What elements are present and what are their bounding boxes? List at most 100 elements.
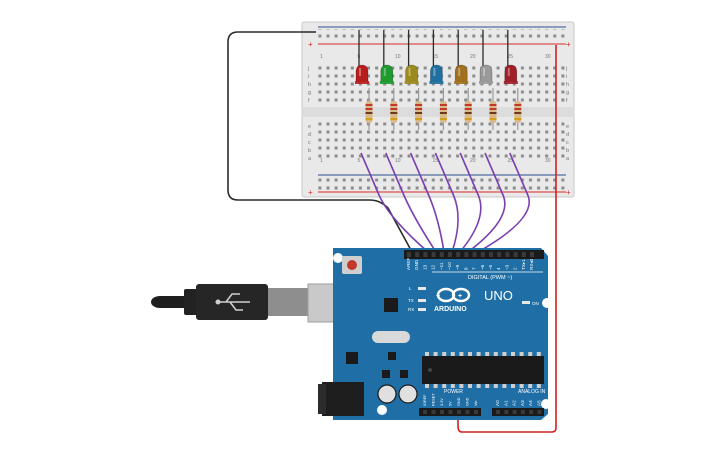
header-pin[interactable] <box>513 252 518 257</box>
row-letter: c <box>308 140 311 146</box>
signal-wire-gray[interactable] <box>467 152 506 253</box>
header-pin[interactable] <box>423 410 427 414</box>
row-letter: h <box>308 82 311 88</box>
rail-plus-bottom-right: + <box>566 188 571 197</box>
signal-wire-brown[interactable] <box>459 152 482 253</box>
header-pin[interactable] <box>439 252 444 257</box>
header-pin[interactable] <box>407 252 411 257</box>
power-pin-label: GND <box>466 397 470 406</box>
digital-pin-label: 8 <box>463 267 468 270</box>
digital-pin-label: ~9 <box>455 264 460 270</box>
header-pin[interactable] <box>431 410 436 414</box>
digital-pwm-label: DIGITAL (PWM ~) <box>468 275 512 281</box>
header-pin[interactable] <box>512 410 517 414</box>
led-red[interactable] <box>355 64 369 83</box>
header-pin[interactable] <box>529 410 534 414</box>
column-number: 30 <box>545 54 551 60</box>
mounting-hole <box>541 399 551 409</box>
led-green[interactable] <box>380 64 394 83</box>
row-letter: a <box>566 156 570 162</box>
mounting-hole <box>542 298 552 308</box>
led-tx-indicator <box>418 299 426 302</box>
rail-plus-bottom-left: + <box>308 188 313 197</box>
row-letter: g <box>566 90 569 96</box>
digital-pin-label: ~3 <box>504 264 509 270</box>
led-olive[interactable] <box>405 64 418 83</box>
column-number: 1 <box>320 54 323 60</box>
digital-pin-label: 13 <box>422 264 427 270</box>
header-pin[interactable] <box>464 252 469 257</box>
signal-wire-red[interactable] <box>360 152 429 253</box>
row-letter: a <box>308 156 312 162</box>
header-pin[interactable] <box>521 252 526 257</box>
column-number: 10 <box>395 54 401 60</box>
header-pin[interactable] <box>505 252 510 257</box>
row-letter: g <box>308 90 311 96</box>
analog-pin-label: A0 <box>495 400 500 406</box>
header-pin[interactable] <box>489 252 493 257</box>
analog-label: ANALOG IN <box>518 389 546 395</box>
header-pin[interactable] <box>440 410 444 414</box>
column-number: 20 <box>470 54 476 60</box>
header-pin[interactable] <box>465 410 470 414</box>
header-pin[interactable] <box>537 410 542 414</box>
digital-pin-label: TX▸1 <box>521 259 526 270</box>
signal-wire-green[interactable] <box>385 152 437 253</box>
signal-wire-blue[interactable] <box>434 152 459 253</box>
arduino-pcb <box>333 248 548 420</box>
header-pin[interactable] <box>448 410 453 414</box>
header-pin[interactable] <box>496 410 500 414</box>
power-pin-label: 3.3V <box>440 398 444 406</box>
led-gray[interactable] <box>479 64 493 83</box>
digital-pin-label: ~5 <box>488 264 493 270</box>
power-pin-label: Vin <box>474 401 478 406</box>
row-letter: f <box>308 98 310 104</box>
led-brown[interactable] <box>454 64 468 83</box>
row-letter: b <box>566 148 569 154</box>
header-pin[interactable] <box>431 252 436 257</box>
digital-pin-label: 2 <box>513 267 518 270</box>
led-tx-label: TX <box>408 298 414 303</box>
digital-pin-label: ~6 <box>480 264 485 270</box>
power-jack <box>322 382 364 416</box>
ground-wire[interactable] <box>227 31 413 253</box>
header-pin[interactable] <box>472 252 477 257</box>
header-pin[interactable] <box>456 252 461 257</box>
analog-pin-label: A1 <box>503 400 508 406</box>
power-5v-wire[interactable] <box>457 45 557 433</box>
header-pin[interactable] <box>497 252 502 257</box>
row-letter: f <box>566 98 568 104</box>
header-pin[interactable] <box>530 252 534 257</box>
led-blue[interactable] <box>430 64 443 83</box>
crystal-oscillator <box>372 331 410 343</box>
header-pin[interactable] <box>474 410 478 414</box>
rail-plus-right: + <box>566 40 571 49</box>
header-pin[interactable] <box>423 252 428 257</box>
header-pin[interactable] <box>415 252 420 257</box>
header-pin[interactable] <box>504 410 509 414</box>
analog-pin-label: A2 <box>512 400 517 406</box>
analog-pin-label: A4 <box>528 400 533 406</box>
analog-header <box>492 408 544 416</box>
column-number: 25 <box>508 54 514 60</box>
led-dark-red[interactable] <box>504 64 518 83</box>
signal-wire-dark-red[interactable] <box>477 152 530 253</box>
column-number: 10 <box>395 158 401 164</box>
digital-pin-label: ~10 <box>447 262 452 270</box>
header-pin[interactable] <box>480 252 485 257</box>
header-pin[interactable] <box>520 410 525 414</box>
header-pin[interactable] <box>457 410 461 414</box>
arduino-brand: ARDUINO <box>434 306 467 313</box>
header-pin[interactable] <box>448 252 452 257</box>
led-l-label: L <box>409 286 412 291</box>
atmega-chip-pins <box>425 352 541 388</box>
signal-wire-olive[interactable] <box>409 152 445 253</box>
row-letter: d <box>566 132 569 138</box>
mounting-hole <box>333 253 343 263</box>
